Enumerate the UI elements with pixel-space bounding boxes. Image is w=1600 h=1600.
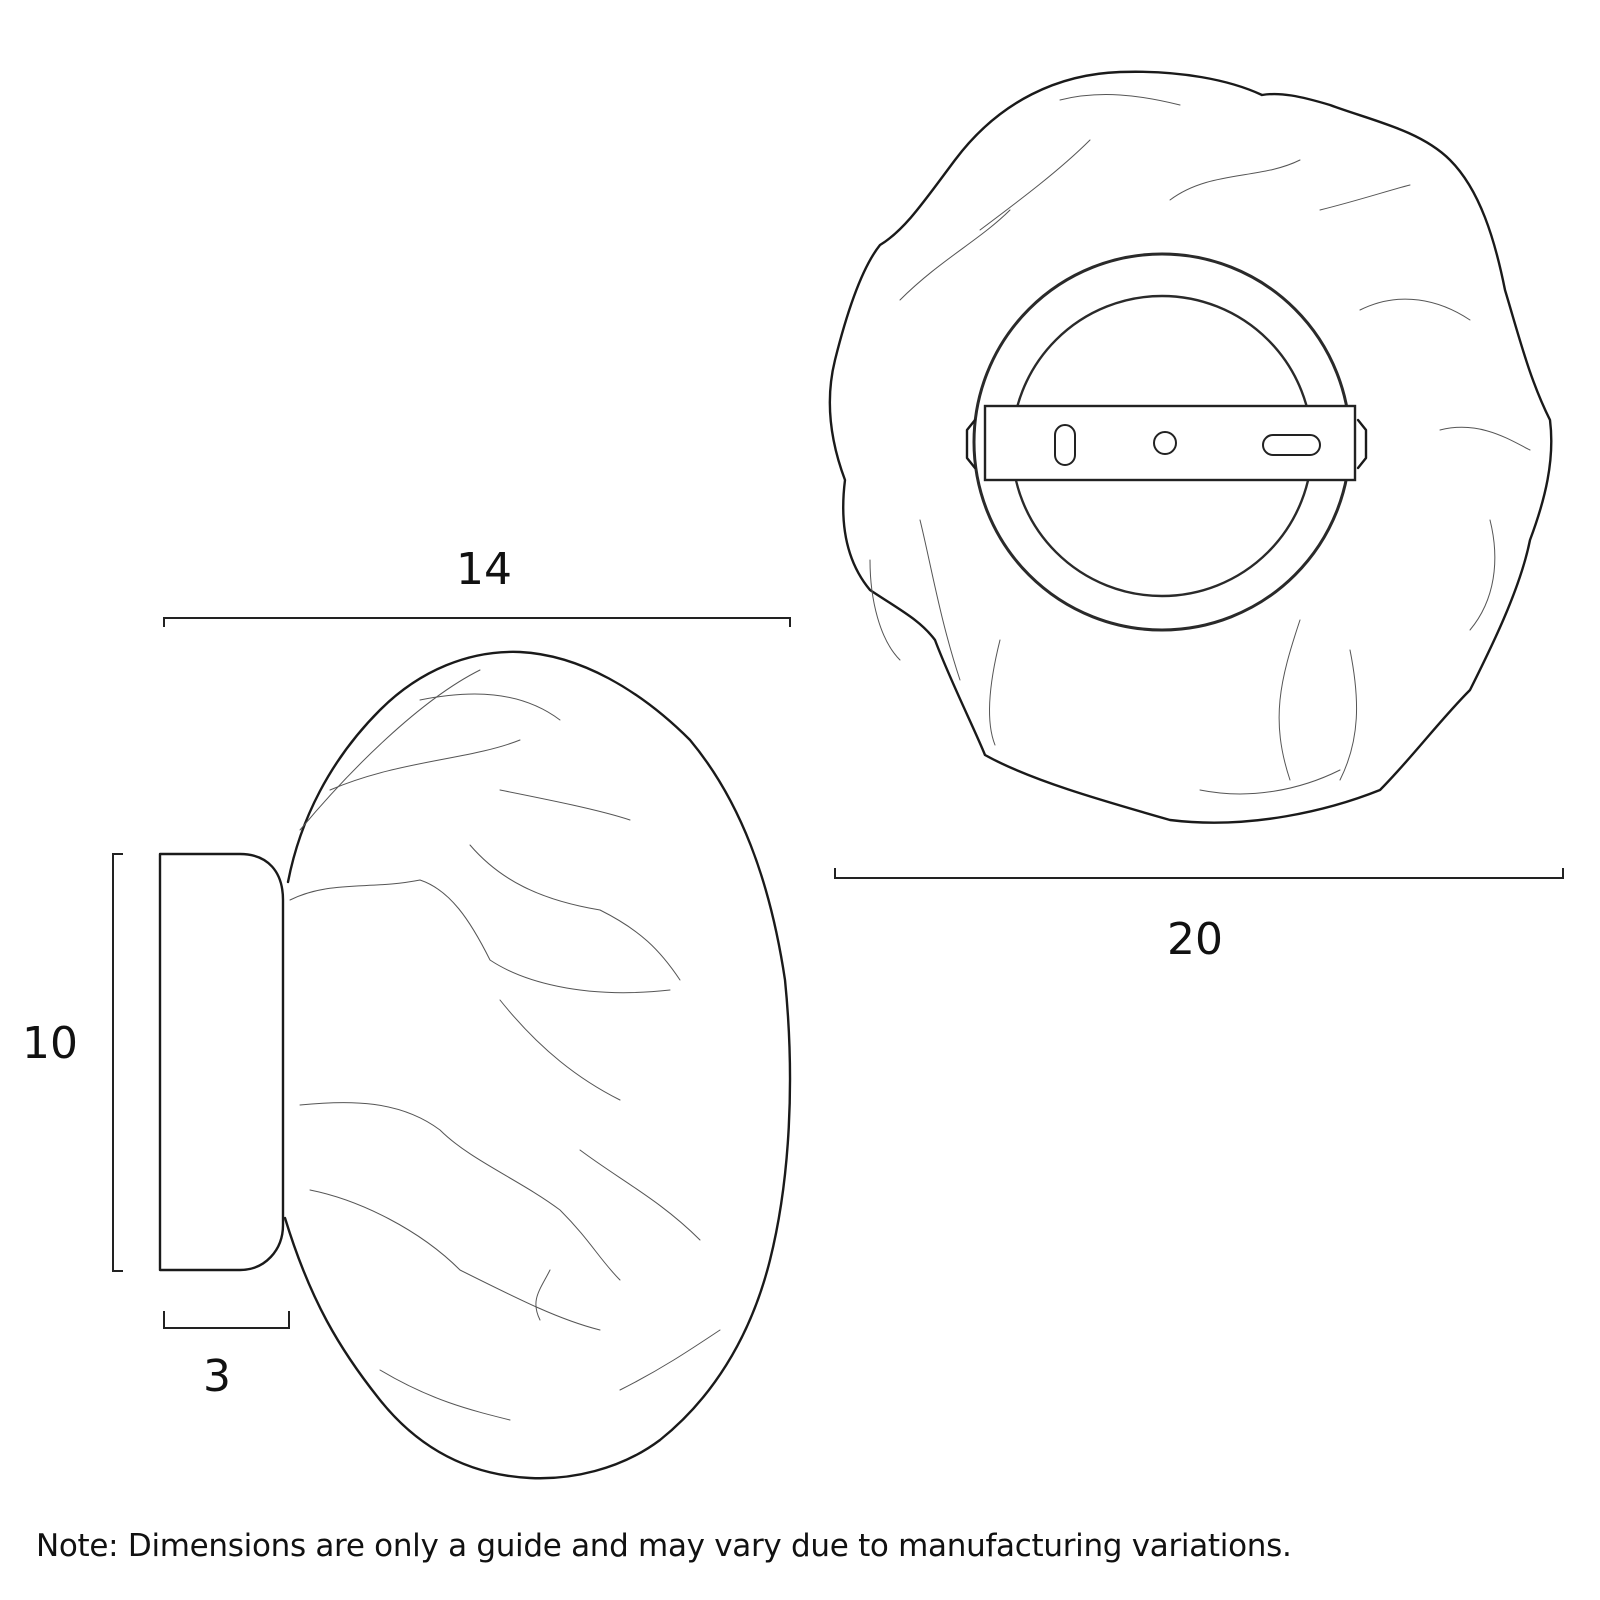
dimension-label-20: 20	[1167, 914, 1223, 965]
dimension-line-3	[163, 1311, 290, 1329]
bracket-screw-left	[965, 418, 977, 470]
bracket-screw-right	[1356, 418, 1368, 470]
center-hole-icon	[1153, 431, 1177, 455]
slot-vertical-icon	[1054, 424, 1076, 466]
slot-horizontal-icon	[1262, 434, 1321, 456]
dimension-label-14: 14	[456, 544, 512, 595]
dimension-line-10	[112, 853, 123, 1272]
disclaimer-note: Note: Dimensions are only a guide and ma…	[36, 1528, 1292, 1564]
shade-outline-side	[283, 650, 792, 1480]
rear-view	[828, 70, 1553, 824]
shade-outline-rear	[828, 70, 1553, 824]
dimension-label-10: 10	[22, 1018, 78, 1069]
shade-texture-rear	[869, 94, 1531, 795]
dimension-label-3: 3	[203, 1351, 231, 1402]
shade-texture-side	[289, 669, 721, 1421]
dimension-line-14	[163, 617, 791, 627]
side-view	[158, 650, 792, 1480]
dimension-line-20	[834, 868, 1564, 879]
backplate	[158, 852, 285, 1272]
